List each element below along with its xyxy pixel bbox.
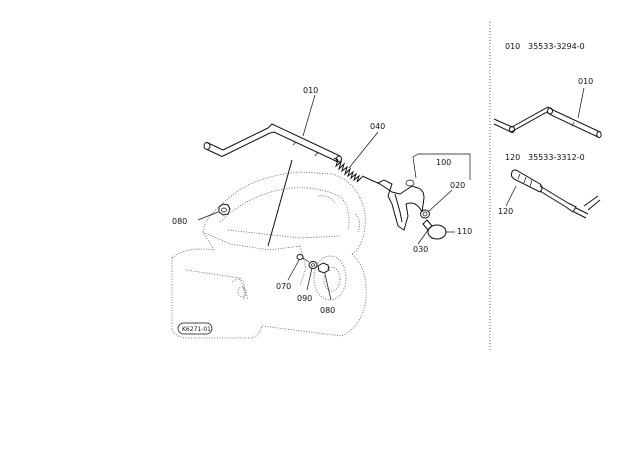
bolt-080-left — [218, 203, 231, 216]
side-part-120-ref: 120 — [505, 153, 520, 162]
fork-bolt-020 — [420, 209, 430, 219]
callout-100: 100 — [436, 158, 451, 167]
side-part-010-number: 35533-3294-0 — [528, 42, 585, 51]
stud-070 — [296, 254, 310, 263]
callout-090: 090 — [297, 294, 312, 303]
nut-080-bottom — [317, 262, 330, 274]
callout-110: 110 — [457, 227, 472, 236]
shift-rod-010 — [203, 123, 342, 163]
plate-110 — [427, 224, 447, 240]
callout-070: 070 — [276, 282, 291, 291]
shift-fork-100 — [361, 175, 425, 231]
callout-labels: 010 040 100 020 110 030 080 070 090 080 — [172, 86, 472, 315]
leader-lines — [197, 94, 471, 301]
callout-080-left: 080 — [172, 217, 187, 226]
callout-030: 030 — [413, 245, 428, 254]
callout-010: 010 — [303, 86, 318, 95]
washer-030 — [422, 219, 433, 231]
washer-090 — [308, 261, 318, 269]
side-part-010-ref: 010 — [505, 42, 520, 51]
side-part-010-callout: 010 — [578, 77, 593, 86]
transmission-housing — [171, 171, 367, 339]
side-part-120-number: 35533-3312-0 — [528, 153, 585, 162]
spring-040 — [333, 157, 363, 183]
callout-040: 040 — [370, 122, 385, 131]
side-part-010: 010 35533-3294-0 010 — [493, 42, 602, 138]
guide-line — [267, 159, 293, 247]
diagram-id-badge: K6271-01 — [177, 322, 213, 335]
diagram-id: K6271-01 — [182, 326, 211, 333]
side-part-120: 120 35533-3312-0 120 — [498, 153, 601, 219]
callout-020: 020 — [450, 181, 465, 190]
side-part-120-callout: 120 — [498, 207, 513, 216]
callout-080-bottom: 080 — [320, 306, 335, 315]
